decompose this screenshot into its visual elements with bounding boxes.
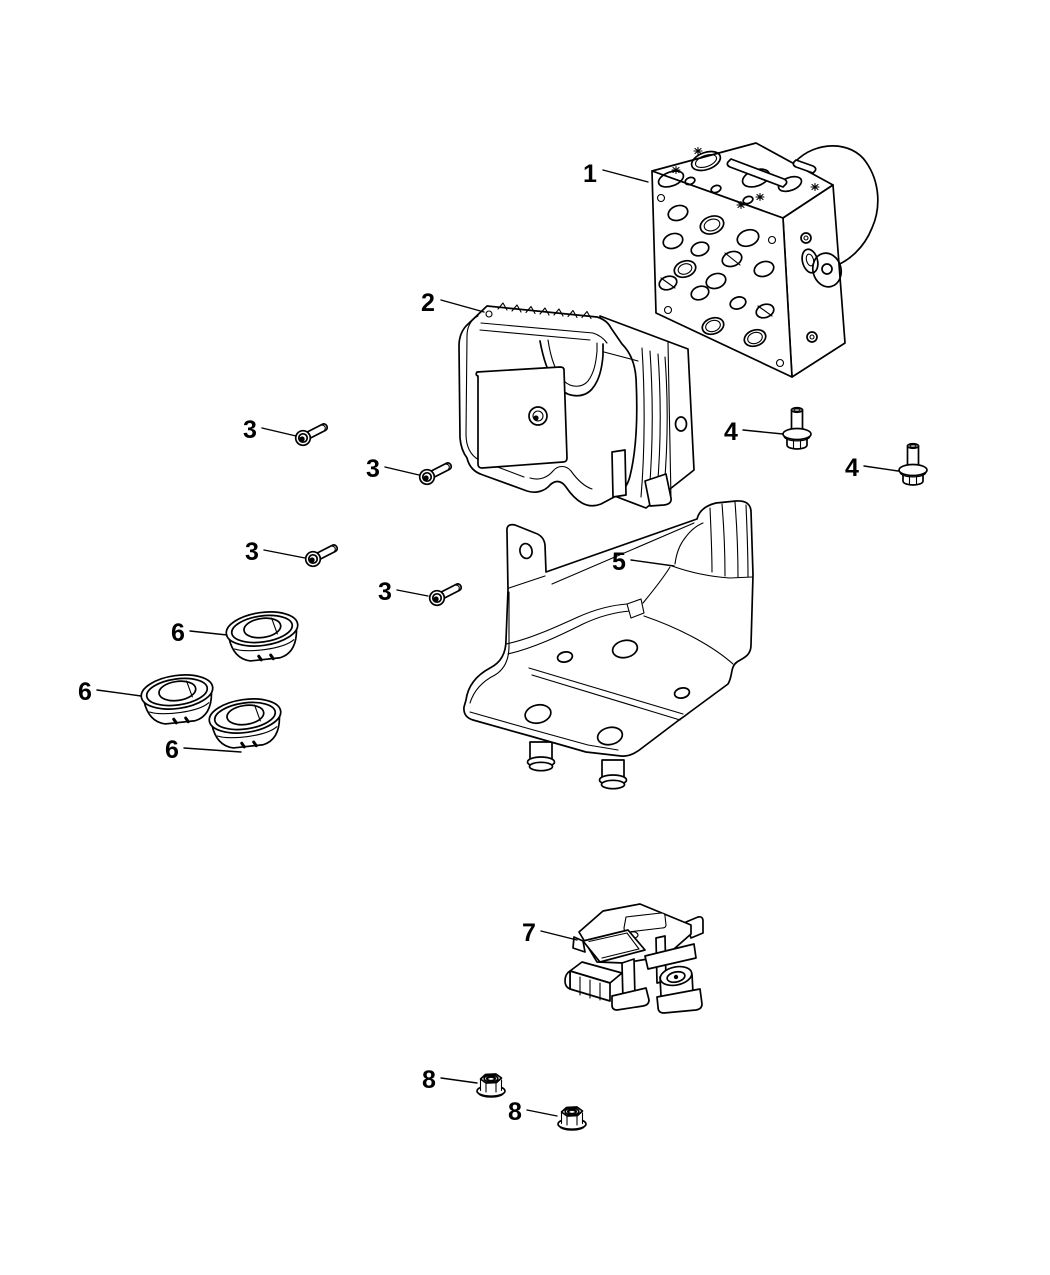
bracket-base-holes bbox=[524, 639, 691, 746]
hcu-top-ports bbox=[657, 146, 820, 210]
nut bbox=[476, 1073, 506, 1099]
sensor-arm bbox=[644, 943, 697, 970]
callout-8-leader bbox=[440, 1077, 478, 1084]
hcu-pump-cover bbox=[800, 232, 843, 343]
callout-3-label: 3 bbox=[378, 578, 392, 606]
bolt bbox=[782, 406, 812, 450]
grommet bbox=[137, 669, 219, 730]
callout-4-leader bbox=[863, 465, 899, 472]
sensor-foot-block bbox=[656, 988, 703, 1014]
callout-1-label: 1 bbox=[583, 160, 597, 188]
callout-6-leader bbox=[96, 689, 142, 697]
callout-4-label: 4 bbox=[724, 418, 738, 446]
screw bbox=[418, 460, 454, 486]
hcu-front-bores bbox=[656, 193, 785, 368]
module-rib-layers bbox=[640, 347, 668, 498]
callout-4-label: 4 bbox=[845, 454, 859, 482]
screw bbox=[304, 542, 340, 568]
callout-7-label: 7 bbox=[522, 919, 536, 947]
screw bbox=[428, 581, 464, 607]
callout-7-leader bbox=[540, 930, 578, 941]
sensor-connector bbox=[564, 961, 623, 1002]
part-7-dynamics-sensor bbox=[564, 903, 704, 1014]
callout-6-leader bbox=[183, 747, 242, 753]
callout-8-label: 8 bbox=[422, 1066, 436, 1094]
bracket-plateau-fold bbox=[505, 598, 734, 665]
callout-3-leader bbox=[261, 427, 297, 437]
bolt bbox=[898, 442, 928, 486]
bracket-ribbed-corner bbox=[671, 501, 753, 579]
callout-2-leader bbox=[440, 299, 485, 313]
hcu-right-face bbox=[782, 184, 846, 378]
bracket-tab-hole bbox=[519, 542, 533, 560]
sensor-foot bbox=[611, 987, 650, 1011]
module-cover-inner-edge bbox=[465, 315, 593, 490]
sensor-ridge-plate bbox=[572, 929, 646, 963]
module-lid bbox=[479, 302, 608, 344]
callout-6-label: 6 bbox=[171, 619, 185, 647]
callout-8-leader bbox=[526, 1109, 558, 1117]
bracket-wall-edge bbox=[551, 522, 695, 585]
part-6-grommets bbox=[137, 606, 304, 754]
part-8-nuts bbox=[476, 1073, 587, 1132]
callout-6-label: 6 bbox=[78, 678, 92, 706]
grommet bbox=[205, 693, 287, 754]
callout-3-leader bbox=[384, 466, 420, 476]
callout-4-leader bbox=[742, 429, 784, 435]
module-side-button bbox=[674, 416, 688, 432]
bracket-base-ridge bbox=[528, 667, 684, 721]
callout-3-leader bbox=[396, 589, 429, 597]
callout-3-label: 3 bbox=[243, 416, 257, 444]
part-2-abs-control-module bbox=[458, 302, 695, 509]
callout-8-label: 8 bbox=[508, 1098, 522, 1126]
part-5-mounting-bracket bbox=[463, 500, 754, 790]
module-label-plate bbox=[475, 366, 568, 469]
screw bbox=[294, 421, 330, 447]
module-plate-hole bbox=[528, 406, 548, 426]
callout-6-leader bbox=[189, 630, 228, 636]
callout-3-label: 3 bbox=[245, 538, 259, 566]
callout-5-label: 5 bbox=[612, 548, 626, 576]
grommet bbox=[222, 606, 304, 667]
callout-1-leader bbox=[602, 169, 649, 183]
part-1-hydraulic-control-unit bbox=[651, 142, 879, 378]
callout-layer: 1 2 3 3 3 3 4 4 5 6 6 6 7 8 8 bbox=[78, 160, 899, 1126]
module-slot bbox=[611, 449, 627, 498]
module-foot bbox=[644, 473, 672, 507]
callout-3-leader bbox=[263, 549, 306, 559]
callout-6-label: 6 bbox=[165, 736, 179, 764]
callout-3-label: 3 bbox=[366, 455, 380, 483]
callout-5-leader bbox=[630, 559, 675, 567]
bracket-stud bbox=[598, 759, 628, 790]
nut bbox=[557, 1106, 587, 1132]
bracket-outline bbox=[463, 500, 754, 757]
callout-2-label: 2 bbox=[421, 289, 435, 317]
bracket-stud bbox=[526, 741, 556, 772]
